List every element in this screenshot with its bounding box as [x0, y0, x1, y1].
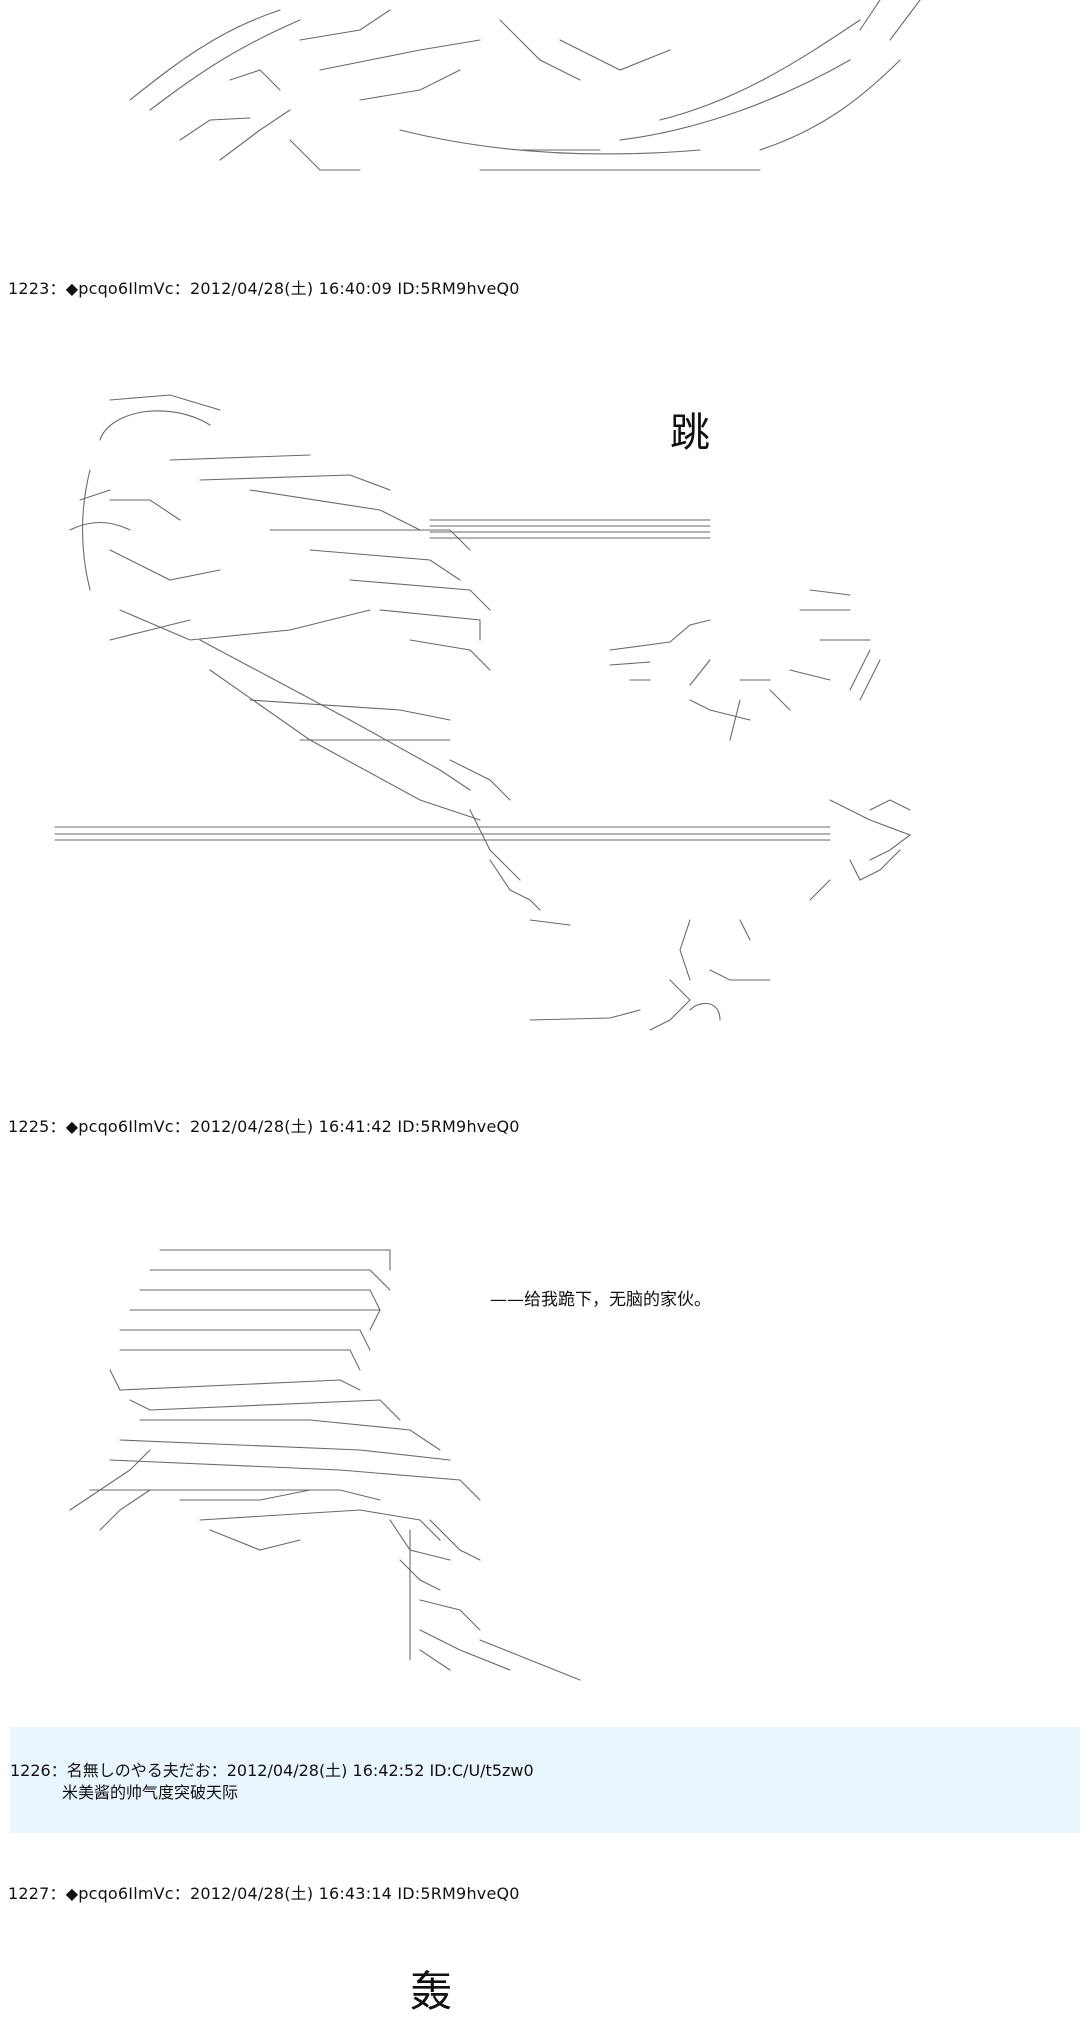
kneeling-ascii-art — [60, 1230, 620, 1681]
post-header-1227: 1227：◆pcqo6IlmVc：2012/04/28(土) 16:43:14 … — [8, 1884, 520, 1903]
post-header-1225: 1225：◆pcqo6IlmVc：2012/04/28(土) 16:41:42 … — [8, 1117, 520, 1136]
post-header-1226: 1226：名無しのやる夫だお：2012/04/28(土) 16:42:52 ID… — [10, 1761, 534, 1780]
post-header-1223: 1223：◆pcqo6IlmVc：2012/04/28(土) 16:40:09 … — [8, 279, 520, 298]
sfx-bottom: 轰 — [410, 1967, 453, 2016]
kick-ascii-art — [50, 380, 930, 1040]
post-body-1226: 米美酱的帅气度突破天际 — [62, 1783, 239, 1802]
dialogue-kneel: ——给我跪下，无脑的家伙。 — [490, 1290, 711, 1310]
sfx-jump: 跳 — [670, 410, 710, 456]
reply-post-1226: 1226：名無しのやる夫だお：2012/04/28(土) 16:42:52 ID… — [10, 1727, 1080, 1833]
top-ascii-art — [60, 0, 921, 200]
